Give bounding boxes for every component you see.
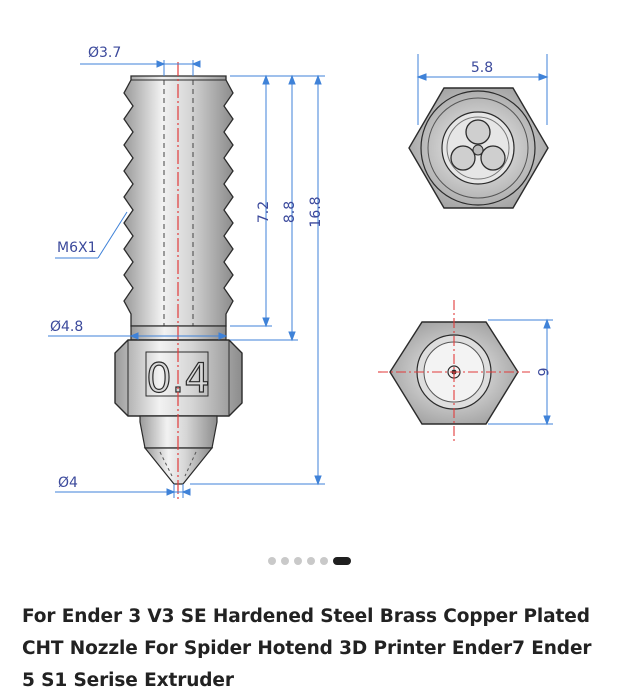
- nozzle-technical-drawing: 0.4: [48, 45, 553, 500]
- pagination-dot[interactable]: [320, 557, 328, 565]
- product-title: For Ender 3 V3 SE Hardened Steel Brass C…: [22, 606, 592, 691]
- gallery-pagination: [0, 557, 619, 565]
- dim-diameter-tip: Ø4: [58, 475, 78, 491]
- nozzle-bottom-view: [378, 300, 530, 444]
- dim-length-mid: 8.8: [282, 201, 298, 223]
- pagination-dot[interactable]: [294, 557, 302, 565]
- nozzle-side-view: 0.4: [114, 62, 243, 500]
- dim-diameter-collar: Ø4.8: [50, 319, 83, 335]
- dim-length-thread: 7.2: [256, 201, 272, 223]
- dim-length-total: 16.8: [308, 196, 324, 227]
- pagination-dot[interactable]: [281, 557, 289, 565]
- dim-hex-width-side: 6: [534, 368, 550, 377]
- dim-thread: M6X1: [57, 240, 96, 256]
- pagination-dot[interactable]: [307, 557, 315, 565]
- pagination-dot[interactable]: [268, 557, 276, 565]
- pagination-dot[interactable]: [333, 557, 351, 565]
- dim-hex-width-top: 5.8: [471, 60, 493, 76]
- dim-diameter-top: Ø3.7: [88, 45, 121, 61]
- nozzle-top-view: [408, 87, 549, 209]
- side-view-dimensions: [48, 60, 325, 498]
- product-image-gallery[interactable]: 0.4: [0, 0, 619, 560]
